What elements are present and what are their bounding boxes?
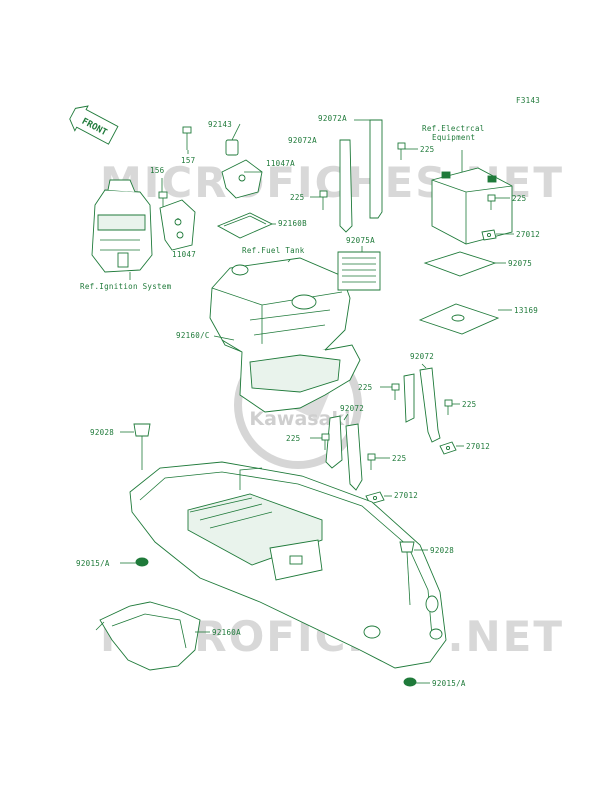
bolt-157 [182, 126, 192, 150]
label-11047A: 11047A [266, 159, 295, 168]
figure-code: F3143 [516, 96, 541, 105]
label-92143: 92143 [208, 120, 233, 129]
strap-92072-right [403, 367, 441, 443]
label-ref-ignition: Ref.Ignition System [80, 282, 172, 291]
label-ref-fuel: Ref.Fuel Tank [242, 246, 305, 255]
leader-lines [120, 119, 514, 684]
label-92075: 92075 [508, 259, 533, 268]
ignition-box [91, 179, 153, 273]
pad-92160B [216, 212, 274, 239]
grommets-92015A [135, 557, 417, 687]
label-11047: 11047 [172, 250, 197, 259]
clip-27012-top [481, 229, 497, 241]
label-ref-elec-1: Ref.Electrcal [422, 124, 485, 133]
label-157: 157 [181, 156, 196, 165]
label-27012-a: 27012 [516, 230, 541, 239]
label-225-b: 225 [290, 193, 305, 202]
fuel-tank-lower [221, 339, 361, 413]
front-arrow: FRONT [69, 105, 119, 145]
bracket-11047A [221, 159, 263, 199]
bracket-11047 [159, 199, 196, 251]
fuel-tank [209, 257, 351, 361]
label-225-c: 225 [512, 194, 527, 203]
spacer-92143 [225, 139, 239, 156]
label-92072A-mid: 92072A [288, 136, 317, 145]
label-27012-c: 27012 [394, 491, 419, 500]
watermark-logo-text: Kawasaki [249, 408, 350, 430]
label-92015A-b: 92015/A [432, 679, 466, 688]
label-13169: 13169 [514, 306, 539, 315]
label-225-e: 225 [462, 400, 477, 409]
label-92028-a: 92028 [90, 428, 115, 437]
strap-92072-left [325, 415, 363, 491]
plugs-92028 [133, 423, 415, 606]
battery [431, 167, 513, 245]
strap-92072A [339, 119, 383, 233]
battery-pad-92075 [423, 251, 497, 277]
label-27012-b: 27012 [466, 442, 491, 451]
label-92072-a: 92072 [410, 352, 435, 361]
label-156: 156 [150, 166, 165, 175]
hull [129, 461, 447, 669]
label-ref-elec-2: Equipment [432, 133, 476, 142]
label-225-a: 225 [420, 145, 435, 154]
label-92072-b: 92072 [340, 404, 365, 413]
label-92075A: 92075A [346, 236, 375, 245]
label-92160B: 92160B [278, 219, 307, 228]
label-225-g: 225 [392, 454, 407, 463]
battery-tray-13169 [418, 303, 500, 335]
label-92028-b: 92028 [430, 546, 455, 555]
label-92015A-a: 92015/A [76, 559, 110, 568]
label-225-f: 225 [286, 434, 301, 443]
cover-92160A [95, 601, 201, 671]
sheet-92075A [337, 251, 381, 291]
label-92072A-top: 92072A [318, 114, 347, 123]
label-225-d: 225 [358, 383, 373, 392]
label-92160C: 92160/C [176, 331, 210, 340]
label-92160A: 92160A [212, 628, 241, 637]
